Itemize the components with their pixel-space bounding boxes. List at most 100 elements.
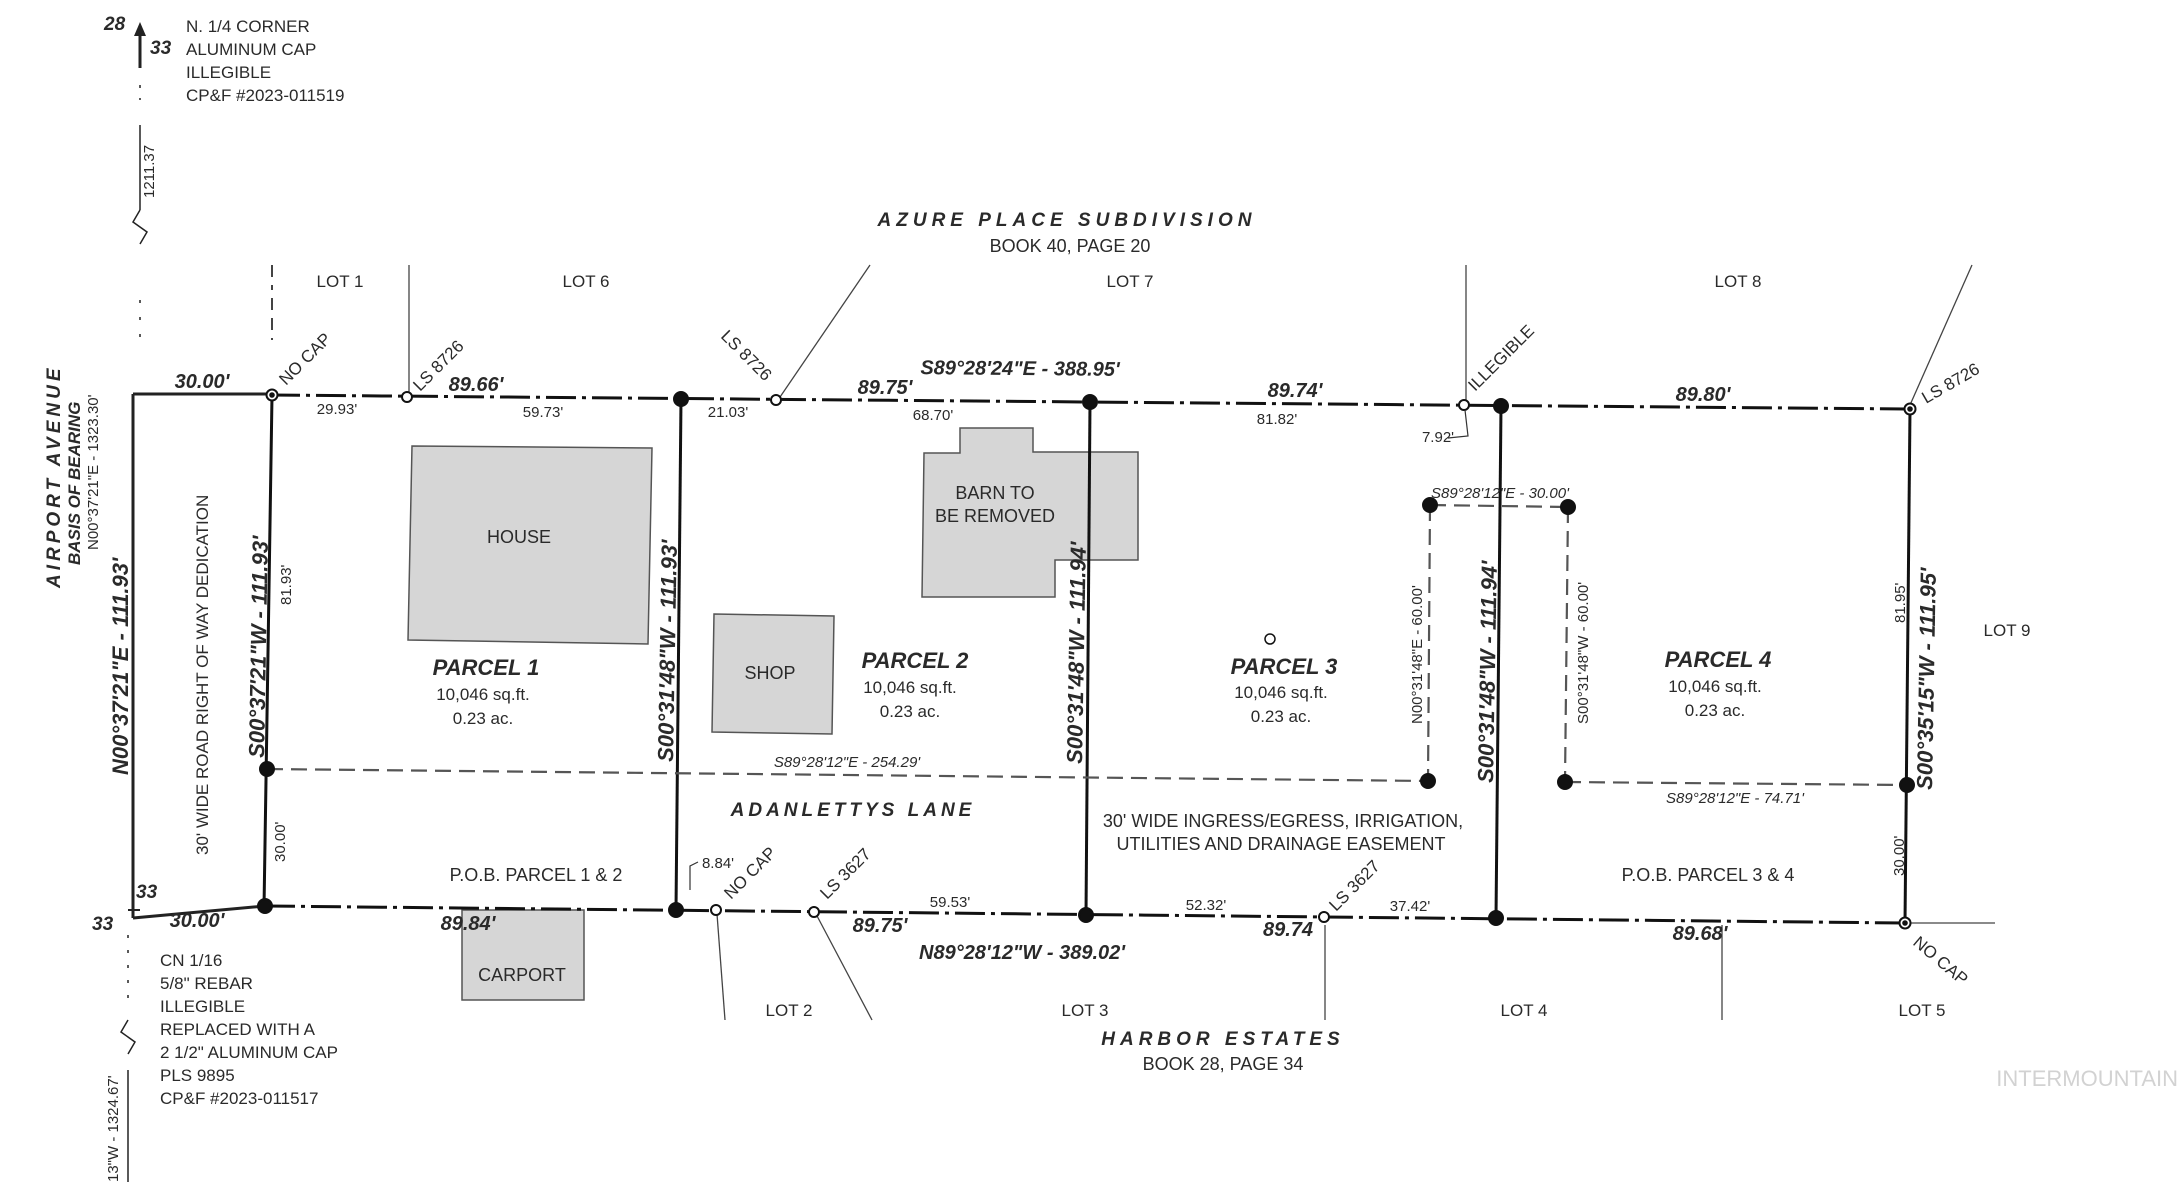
azure-subdivision-title: AZURE PLACE SUBDIVISION — [877, 210, 1257, 231]
monument-label: LS 8726 — [1919, 359, 1983, 407]
shop-footprint — [711, 613, 835, 735]
easement-bearing: S00°31'48"W - 60.00' — [1575, 582, 1592, 724]
basis-of-bearing: BASIS OF BEARING — [65, 402, 84, 565]
dimension-label: 37.42' — [1390, 898, 1431, 915]
dimension-label: 89.75' — [858, 377, 914, 399]
parcel-area-acres: 0.23 ac. — [1685, 701, 1746, 720]
found-monument — [1902, 920, 1908, 926]
dimension-label: 89.66' — [449, 374, 505, 396]
line-bearing: S00°35'15"W - 111.95' — [1912, 567, 1941, 790]
easement-note: UTILITIES AND DRAINAGE EASEMENT — [1116, 834, 1445, 854]
easement-bearing: N00°31'48"E - 60.00' — [1409, 585, 1426, 724]
north-line-dimensions: 30.00' 29.93' 89.66' 59.73' 21.03' 89.75… — [175, 371, 1732, 446]
south-line-bearing: N89°28'12"W - 389.02' — [919, 942, 1126, 964]
easement-note: 30' WIDE INGRESS/EGRESS, IRRIGATION, — [1103, 811, 1463, 831]
dimension-label: 52.32' — [1186, 897, 1227, 914]
easement-labels: S89°28'12"E - 254.29' S89°28'12"E - 74.7… — [730, 485, 1805, 854]
dimension-label: 81.82' — [1257, 411, 1298, 428]
line-bearing: S00°37'21"W - 111.93' — [244, 535, 273, 758]
lane-name: ADANLETTYS LANE — [730, 800, 976, 821]
set-monument — [1493, 398, 1509, 414]
parcel-3-label: PARCEL 3 10,046 sq.ft. 0.23 ac. — [1231, 654, 1338, 726]
dimension-label: 89.74 — [1263, 919, 1313, 941]
monument-label: NO CAP — [1909, 933, 1971, 989]
easement-lines — [266, 503, 1908, 787]
corner-note-line: PLS 9895 — [160, 1066, 235, 1085]
line-bearing: 81.95' — [1892, 582, 1909, 623]
shop-label: SHOP — [744, 663, 795, 683]
set-monument — [1899, 777, 1915, 793]
section-line — [120, 22, 270, 1182]
found-monument — [269, 392, 275, 398]
line-bearing: S00°31'48"W - 111.94' — [1062, 541, 1091, 764]
corner-note-line: N. 1/4 CORNER — [186, 17, 310, 36]
lot-labels: LOT 1 LOT 6 LOT 7 LOT 8 LOT 2 LOT 3 LOT … — [317, 272, 2031, 1020]
line-bearing: 30.00' — [272, 821, 289, 862]
dimension-label: 8.84' — [702, 855, 734, 872]
set-monument — [1078, 907, 1094, 923]
pob-parcel-1-2: P.O.B. PARCEL 1 & 2 — [450, 865, 623, 885]
dimension-label: 30.00' — [170, 910, 226, 932]
road-name: AIRPORT AVENUE — [44, 364, 65, 589]
lot-label: LOT 4 — [1501, 1001, 1548, 1020]
parcel-area-sqft: 10,046 sq.ft. — [863, 678, 957, 697]
dimension-label: 29.93' — [317, 401, 358, 418]
lot-label: LOT 3 — [1062, 1001, 1109, 1020]
set-monument — [1488, 910, 1504, 926]
carport-label: CARPORT — [478, 965, 566, 985]
set-monument — [1560, 499, 1576, 515]
dimension-label: 59.73' — [523, 404, 564, 421]
pob-parcel-3-4: P.O.B. PARCEL 3 & 4 — [1622, 865, 1795, 885]
harbor-book-page: BOOK 28, PAGE 34 — [1143, 1054, 1304, 1074]
section-distance-1211: 1211.37 — [141, 145, 158, 198]
parcel-area-acres: 0.23 ac. — [880, 702, 941, 721]
dimension-label: 89.80' — [1676, 384, 1732, 406]
line-bearing: 81.93' — [278, 564, 295, 605]
harbor-subdivision-title: HARBOR ESTATES — [1101, 1029, 1344, 1050]
house-footprint — [407, 445, 653, 645]
found-monument — [1318, 911, 1330, 923]
monument-label: LS 3627 — [1325, 857, 1383, 915]
monument-label: NO CAP — [720, 843, 780, 903]
set-monument — [259, 761, 275, 777]
found-monument — [770, 394, 782, 406]
section-distance-1324: 13"W - 1324.67' — [105, 1075, 122, 1182]
dimension-label: 30.00' — [175, 371, 231, 393]
line-bearing: S00°31'48"W - 111.93' — [653, 539, 682, 762]
north-line-bearing: S89°28'24"E - 388.95' — [920, 357, 1121, 381]
section-number-33-south-a: 33 — [136, 882, 158, 903]
corner-note-line: CP&F #2023-011517 — [160, 1089, 318, 1108]
adjoining-lot-lines — [271, 264, 1995, 1021]
corner-note-line: ILLEGIBLE — [186, 63, 271, 82]
lot-label: LOT 1 — [317, 272, 364, 291]
dimension-label: 59.53' — [930, 894, 971, 911]
easement-bearing: S89°28'12"E - 254.29' — [774, 754, 921, 771]
parcel-lines — [262, 395, 1912, 924]
parcel-area-acres: 0.23 ac. — [1251, 707, 1312, 726]
corner-note-line: 5/8" REBAR — [160, 974, 253, 993]
line-bearing: S00°31'48"W - 111.94' — [1473, 560, 1502, 783]
dimension-label: 89.68' — [1673, 923, 1729, 945]
monument-label: LS 3627 — [816, 845, 874, 903]
lot-label: LOT 2 — [766, 1001, 813, 1020]
monument-label: NO CAP — [275, 329, 335, 389]
dimension-label: 89.75' — [853, 915, 909, 937]
corner-note-line: CP&F #2023-011519 — [186, 86, 344, 105]
parcel-area-sqft: 10,046 sq.ft. — [1668, 677, 1762, 696]
section-number-33-south-b: 33 — [92, 914, 114, 935]
set-monument — [668, 902, 684, 918]
lot-label: LOT 5 — [1899, 1001, 1946, 1020]
buildings — [407, 427, 1139, 1001]
north-corner-note: N. 1/4 CORNER ALUMINUM CAP ILLEGIBLE CP&… — [186, 17, 344, 105]
dimension-label: 7.92' — [1422, 429, 1454, 446]
south-corner-note: CN 1/16 5/8" REBAR ILLEGIBLE REPLACED WI… — [160, 951, 338, 1108]
easement-bearing: S89°28'12"E - 74.71' — [1666, 790, 1805, 807]
monuments — [257, 388, 1917, 930]
basis-bearing-value: N00°37'21"E - 1323.30' — [85, 394, 102, 550]
monument-label: ILLEGIBLE — [1464, 321, 1538, 395]
section-number-28: 28 — [103, 14, 126, 35]
leader-lines — [689, 409, 1469, 890]
set-monument — [1082, 394, 1098, 410]
parcel-name: PARCEL 4 — [1665, 647, 1772, 672]
